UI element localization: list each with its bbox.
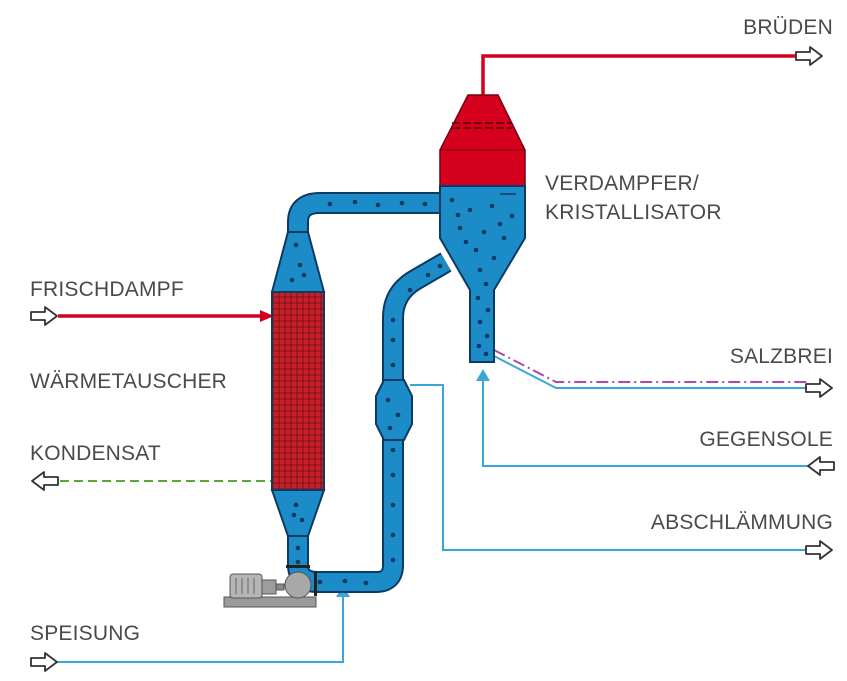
hollow-arrow-left-icon bbox=[807, 456, 835, 476]
bubble bbox=[477, 267, 483, 273]
bubble bbox=[385, 397, 391, 403]
bubble bbox=[293, 502, 299, 508]
bubble bbox=[342, 578, 348, 584]
bubble bbox=[501, 235, 507, 241]
hollow-arrow-right-icon bbox=[805, 540, 833, 560]
bubble bbox=[390, 472, 396, 478]
liquid-bubbles bbox=[289, 197, 515, 586]
salzbrei-line bbox=[493, 355, 808, 389]
bubble bbox=[455, 212, 461, 218]
bubble bbox=[437, 263, 443, 269]
circulation-pipe-enlargement bbox=[375, 379, 413, 441]
bubble bbox=[293, 242, 299, 248]
label-frischdampf: FRISCHDAMPF bbox=[30, 278, 184, 301]
bubble bbox=[449, 197, 455, 203]
bubble bbox=[390, 337, 396, 343]
bubble bbox=[295, 559, 301, 565]
bubble bbox=[390, 557, 396, 563]
bubble bbox=[390, 447, 396, 453]
bubble bbox=[399, 200, 405, 206]
hollow-arrow-right-icon bbox=[30, 306, 58, 326]
hollow-arrow-left-icon bbox=[31, 471, 59, 491]
bubble bbox=[390, 317, 396, 323]
label-gegensole: GEGENSOLE bbox=[699, 428, 833, 451]
bubble bbox=[390, 532, 396, 538]
gegensole-inlet-arrowhead bbox=[476, 369, 490, 381]
label-kristallisator: KRISTALLISATOR bbox=[545, 201, 722, 224]
bubble bbox=[363, 580, 369, 586]
circulation-pump bbox=[223, 565, 317, 608]
bubble bbox=[291, 512, 297, 518]
bubble bbox=[463, 239, 469, 245]
heat-exchanger-top-cone bbox=[270, 231, 326, 293]
bubble bbox=[375, 202, 381, 208]
label-salzbrei: SALZBREI bbox=[729, 345, 833, 368]
bubble bbox=[295, 545, 301, 551]
bubble bbox=[327, 201, 333, 207]
salzbrei-slurry-line bbox=[493, 349, 808, 383]
bubble bbox=[425, 272, 431, 278]
bubble bbox=[509, 213, 515, 219]
bubble bbox=[491, 255, 497, 261]
bubble bbox=[483, 351, 489, 357]
bubble bbox=[390, 502, 396, 508]
bubble bbox=[467, 207, 473, 213]
label-speisung: SPEISUNG bbox=[30, 622, 141, 645]
label-verdampfer: VERDAMPFER/ bbox=[545, 172, 699, 195]
bubble bbox=[475, 295, 481, 301]
bubble bbox=[395, 412, 401, 418]
bubble bbox=[301, 272, 307, 278]
bubble bbox=[387, 425, 393, 431]
bubble bbox=[289, 277, 295, 283]
bubble bbox=[481, 229, 487, 235]
gegensole-line bbox=[482, 378, 808, 467]
hollow-arrow-right-icon bbox=[30, 652, 58, 672]
label-bruden: BRÜDEN bbox=[743, 16, 833, 39]
bubble bbox=[497, 221, 503, 227]
bruden-line bbox=[481, 54, 808, 95]
hollow-arrow-right-icon bbox=[805, 378, 833, 398]
bubble bbox=[299, 517, 305, 523]
bubble bbox=[390, 362, 396, 368]
bubble bbox=[407, 287, 413, 293]
hollow-arrow-right-icon bbox=[795, 46, 823, 66]
bubble bbox=[317, 579, 323, 585]
evaporator-liquid-body bbox=[439, 185, 526, 363]
label-waermetauscher: WÄRMETAUSCHER bbox=[30, 370, 228, 393]
bubble bbox=[297, 262, 303, 268]
bubble bbox=[473, 247, 479, 253]
bubble bbox=[489, 203, 495, 209]
heat-exchanger-tube-bundle bbox=[271, 291, 325, 491]
heat-exchanger-bottom-cone bbox=[270, 489, 326, 537]
bubble bbox=[476, 343, 482, 349]
bubble bbox=[477, 319, 483, 325]
bubble bbox=[484, 333, 490, 339]
label-abschlaemmung: ABSCHLÄMMUNG bbox=[650, 511, 833, 534]
label-kondensat: KONDENSAT bbox=[30, 442, 161, 465]
bubble bbox=[422, 201, 428, 207]
frischdampf-arrowhead bbox=[260, 310, 274, 322]
bubble bbox=[457, 225, 463, 231]
bubble bbox=[352, 199, 358, 205]
abschlaemmung-line bbox=[410, 384, 808, 551]
evaporator-crystallizer bbox=[439, 94, 526, 363]
speisung-line bbox=[55, 594, 344, 663]
bubble bbox=[485, 307, 491, 313]
evaporator-vapor-dome bbox=[439, 94, 526, 187]
bubble bbox=[483, 281, 489, 287]
heat-exchanger bbox=[270, 231, 326, 537]
